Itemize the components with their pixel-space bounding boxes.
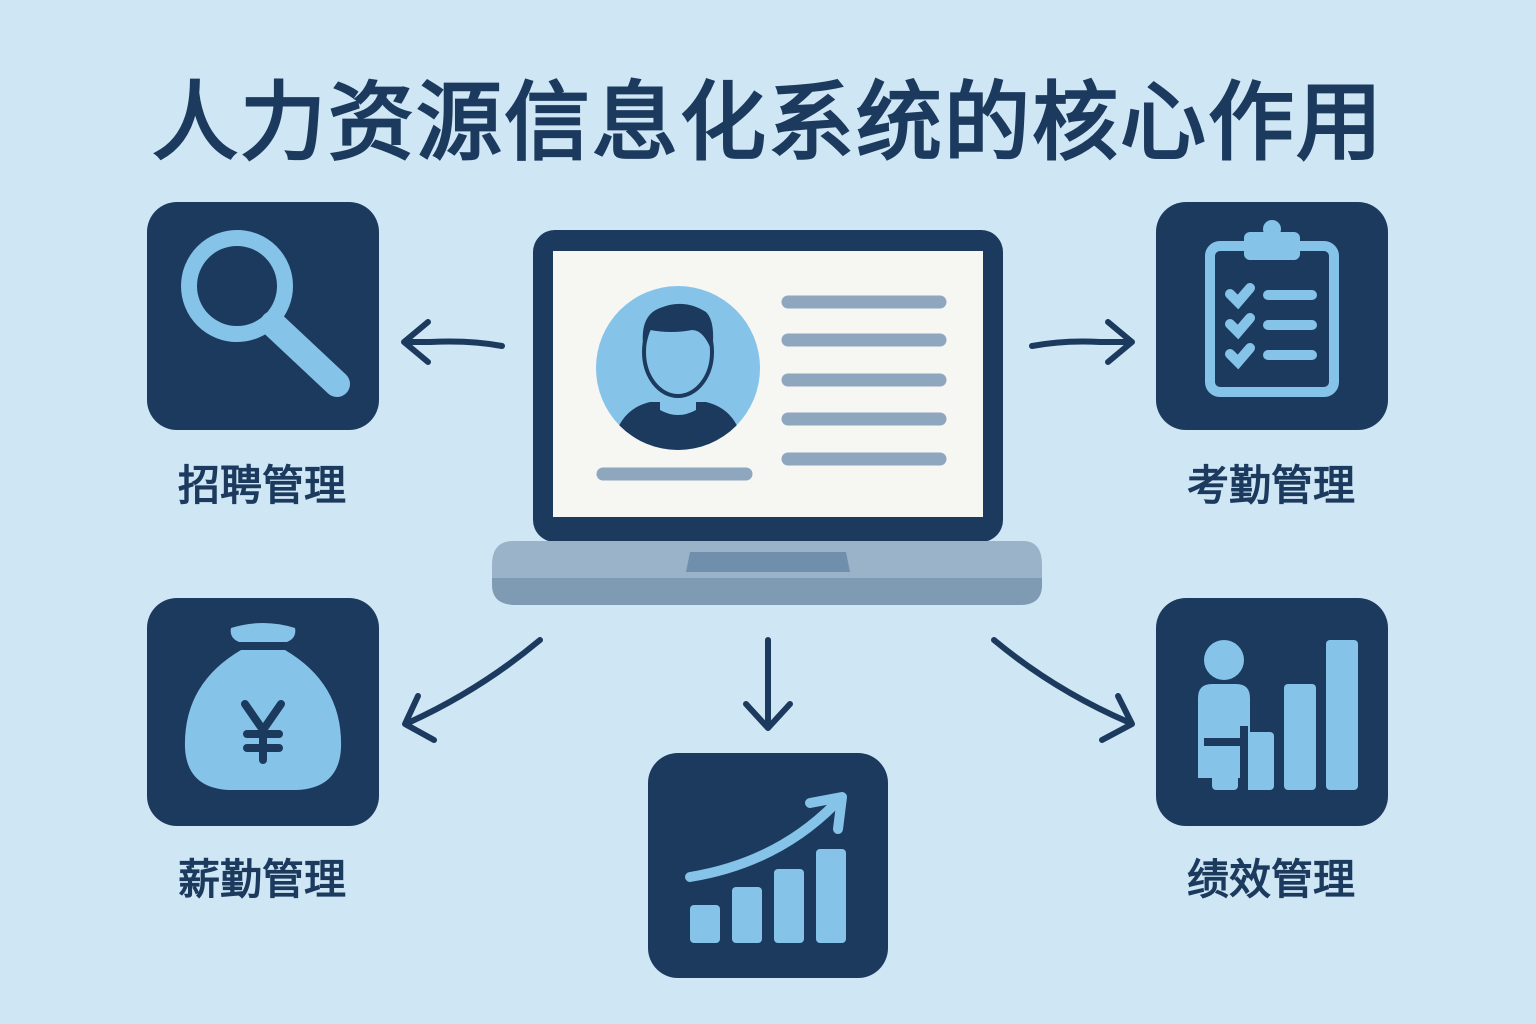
label-salary: 薪勤管理 [177,855,346,904]
arrow-head-recruit [401,319,431,365]
tile-attendance[interactable] [1156,202,1388,430]
arrow-head-salary [402,693,437,743]
profile-text-lines [596,295,947,481]
arrow-to-performance [991,637,1131,725]
money-bag-yen-icon [184,623,342,790]
page-title: 人力资源信息化系统的核心作用 [152,73,1384,173]
profile-avatar [596,286,760,450]
label-recruit: 招聘管理 [177,461,346,510]
arrow-to-recruit [404,338,505,349]
clipboard-checklist-icon [1205,220,1339,397]
person-bar-chart-icon [1198,640,1358,792]
growth-bar-chart-icon [685,792,847,943]
tile-salary[interactable] [147,598,379,826]
arrow-to-attendance [1029,338,1133,349]
tile-performance[interactable] [1156,598,1388,826]
magnifying-glass-icon [181,230,350,397]
arrow-head-growth [743,701,793,731]
laptop-profile-icon [492,230,1042,605]
arrow-head-attendance [1105,319,1135,365]
tile-recruit[interactable] [147,202,379,430]
arrow-to-salary [407,637,543,725]
label-performance: 绩效管理 [1186,855,1355,904]
label-attendance: 考勤管理 [1186,461,1355,510]
arrow-head-performance [1099,693,1135,743]
tile-growth[interactable] [648,753,888,978]
